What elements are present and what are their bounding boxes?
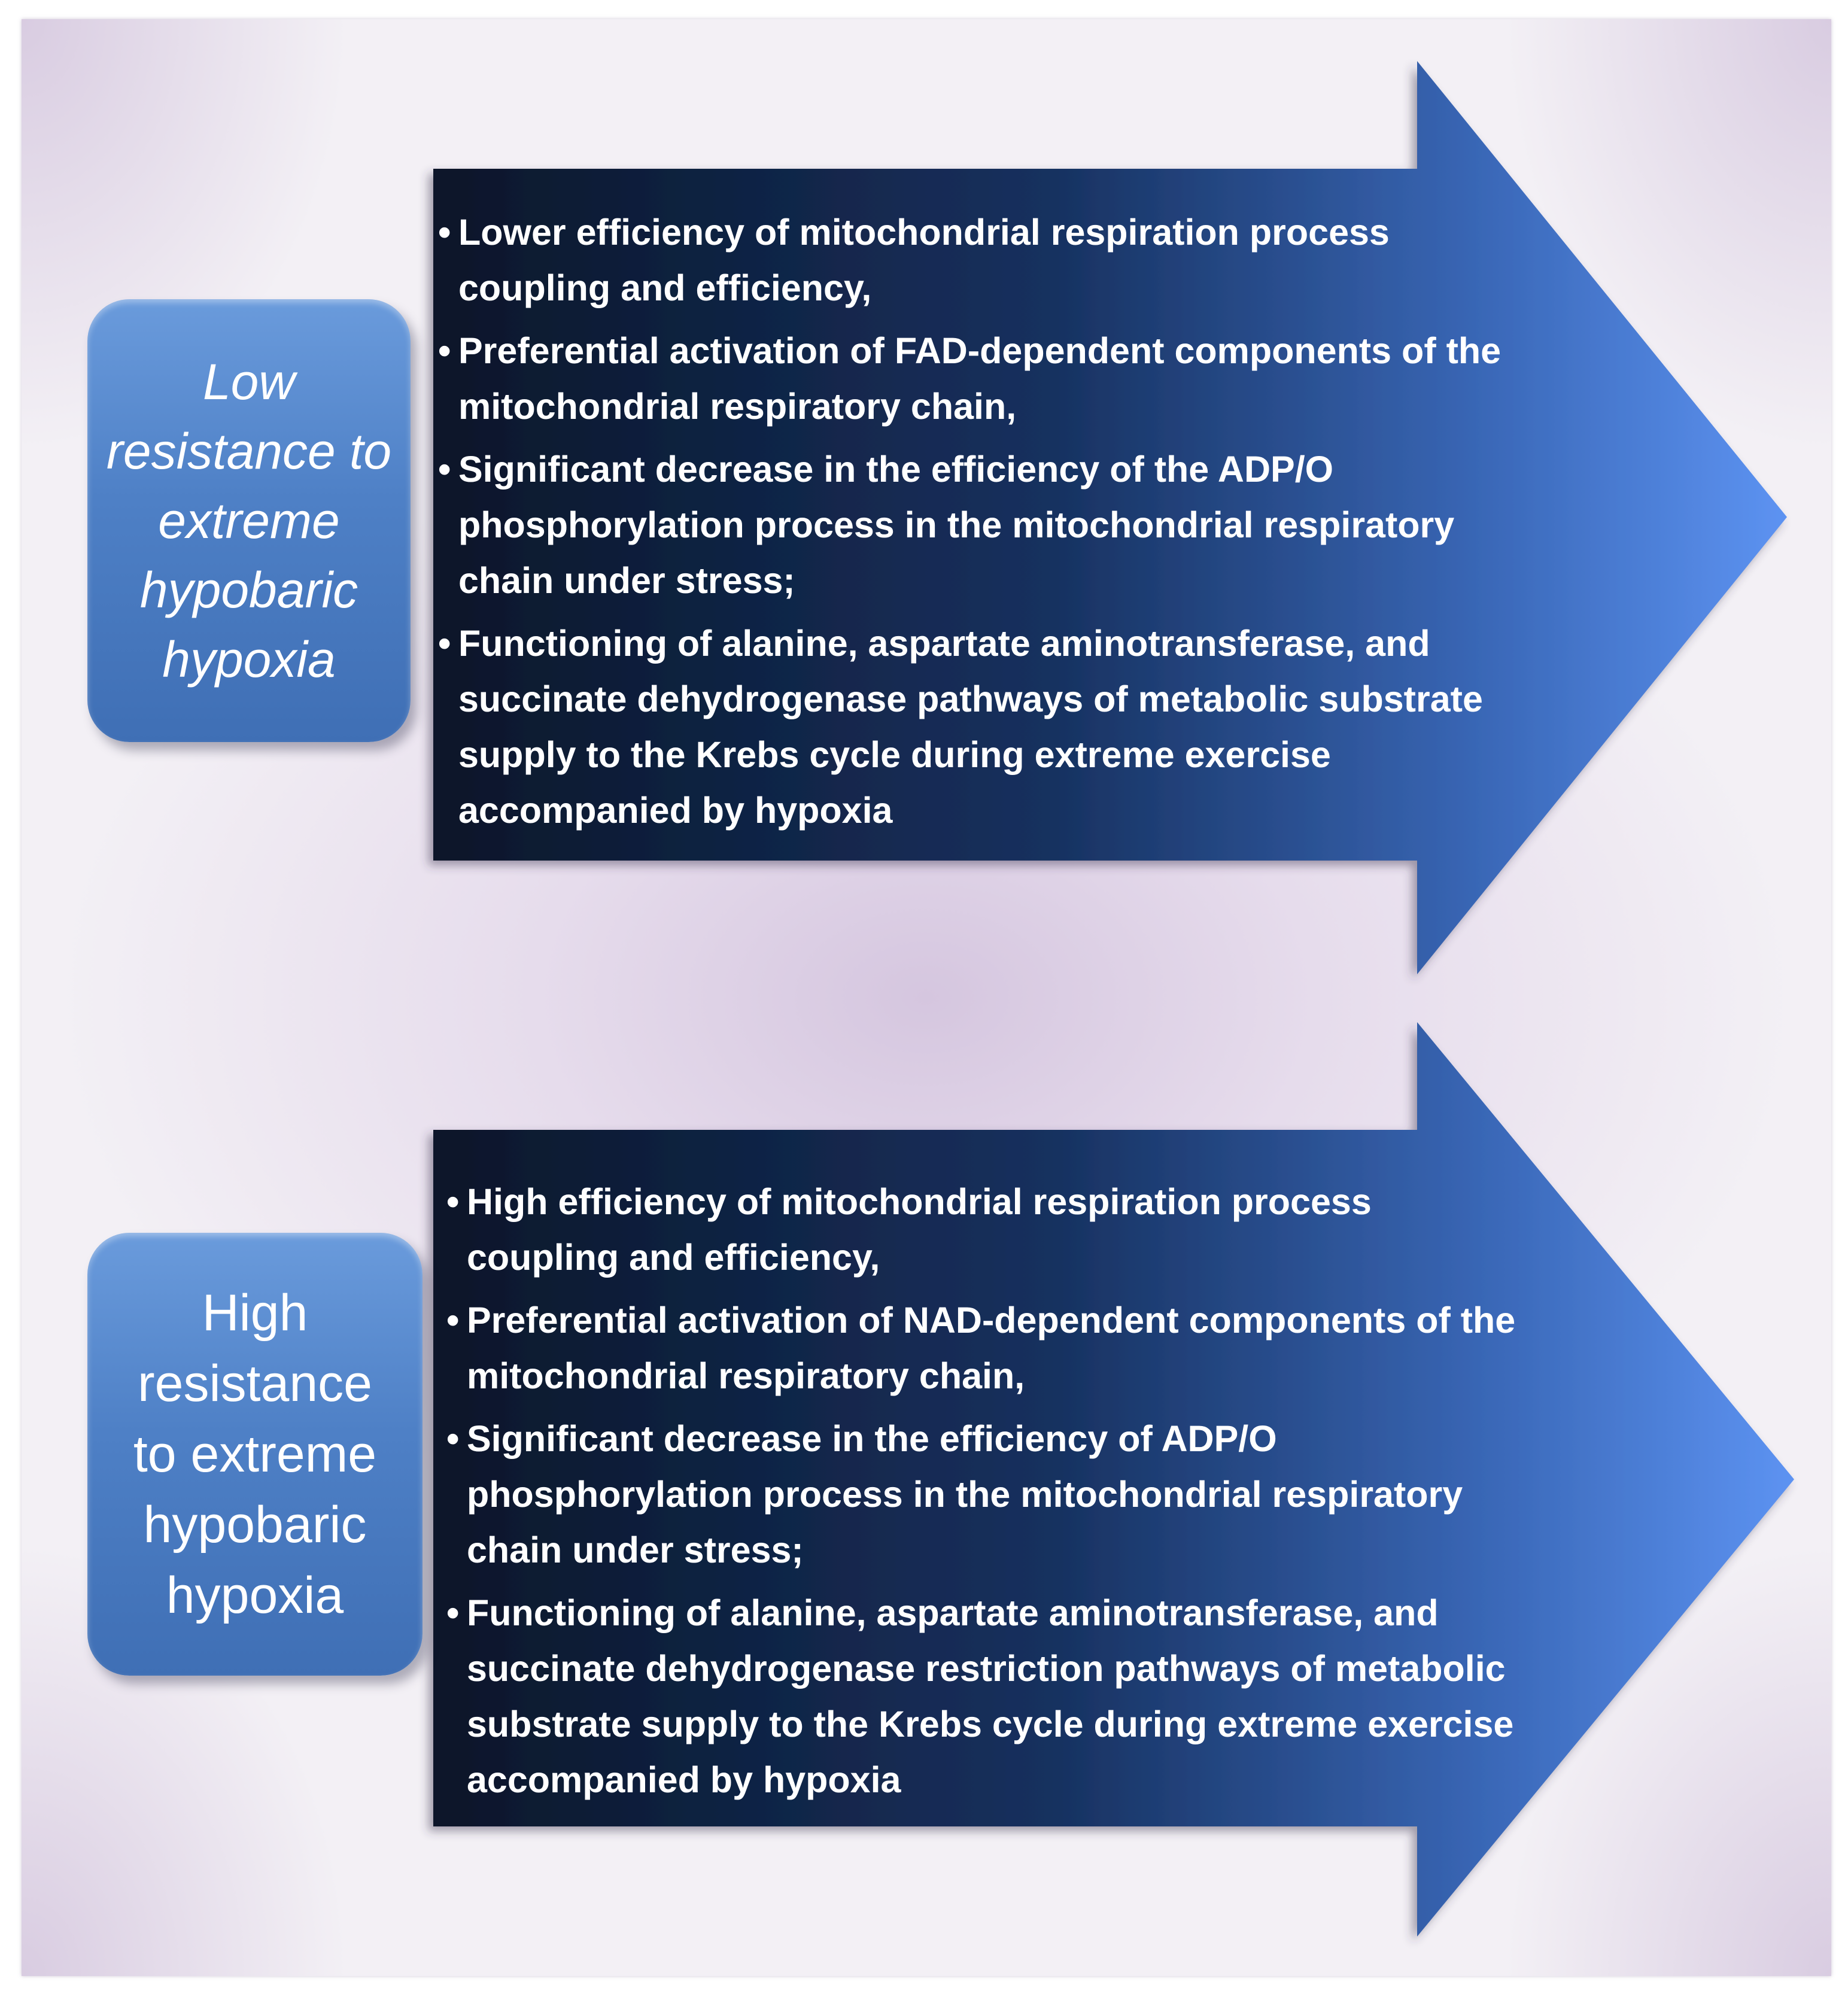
diagram-canvas: Low resistance to extreme hypobaric hypo… [22,19,1831,1976]
list-item: Significant decrease in the efficiency o… [446,1411,1531,1578]
low-resistance-label-box: Low resistance to extreme hypobaric hypo… [87,299,411,742]
list-item: Significant decrease in the efficiency o… [438,442,1528,609]
list-item: High efficiency of mitochondrial respira… [446,1174,1531,1285]
list-item: Functioning of alanine, aspartate aminot… [446,1585,1531,1808]
high-resistance-characteristics-list: High efficiency of mitochondrial respira… [446,1174,1531,1815]
high-resistance-label-box: High resistance to extreme hypobaric hyp… [87,1233,423,1676]
high-resistance-label: High resistance to extreme hypobaric hyp… [133,1284,377,1624]
low-resistance-label: Low resistance to extreme hypobaric hypo… [106,354,392,688]
list-item: Lower efficiency of mitochondrial respir… [438,205,1528,316]
list-item: Preferential activation of FAD-dependent… [438,323,1528,434]
list-item: Functioning of alanine, aspartate aminot… [438,616,1528,838]
low-resistance-characteristics-list: Lower efficiency of mitochondrial respir… [438,205,1528,846]
list-item: Preferential activation of NAD-dependent… [446,1293,1531,1404]
